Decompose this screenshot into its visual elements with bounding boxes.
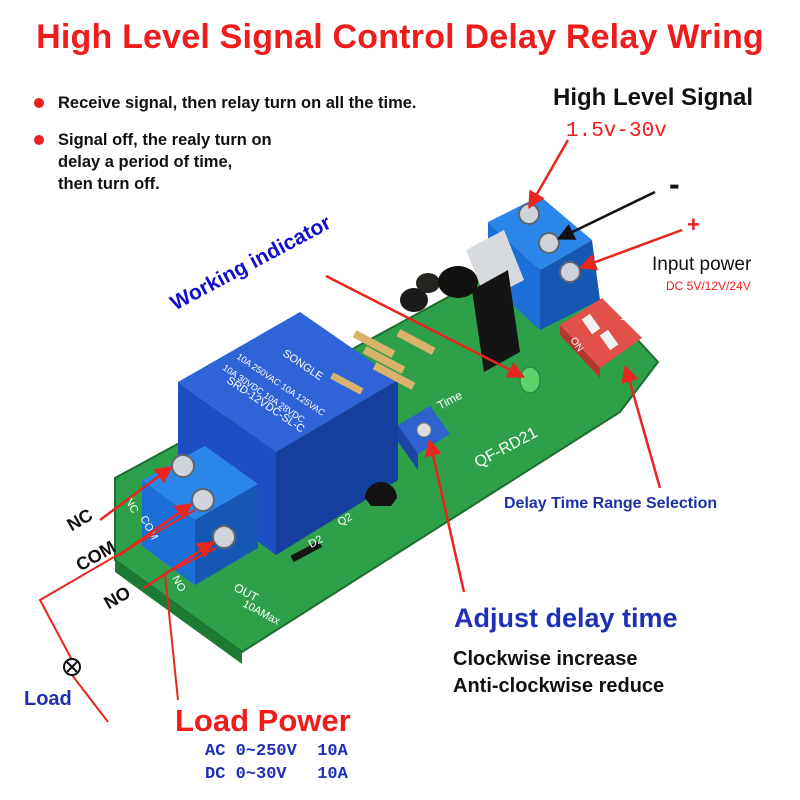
resistor-4 [396, 329, 436, 355]
load-wire-com [38, 509, 196, 661]
d2-silk-text: D2 [307, 533, 325, 550]
input-screw-plus [559, 261, 581, 283]
resistor-3 [372, 362, 416, 390]
load-label: Load [24, 688, 72, 710]
terminal-screw-nc [171, 454, 195, 478]
input-screw-minus [538, 232, 560, 254]
output-terminal-block [142, 446, 258, 585]
bullet-dot-2 [34, 135, 44, 145]
arrow-high-level-signal [528, 139, 570, 210]
arrow-working-indicator [325, 274, 526, 378]
capacitor-large [438, 266, 478, 298]
arrow-plus [578, 228, 683, 271]
capacitor-small-2 [416, 273, 440, 293]
transistor-q2 [365, 482, 397, 506]
arrow-minus [556, 190, 656, 240]
load-power-wire [163, 547, 217, 701]
resistor-5 [330, 372, 364, 395]
load-power-dc-spec: DC 0~30V 10A [205, 765, 348, 784]
adjust-delay-title: Adjust delay time [454, 603, 678, 633]
adjust-clockwise-text: Clockwise increase [453, 648, 638, 670]
bullet-text-1: Receive signal, then relay turn on all t… [58, 94, 417, 112]
arrow-adjust-delay [424, 438, 466, 593]
load-power-ac-spec: AC 0~250V 10A [205, 742, 348, 761]
load-wire-return [71, 674, 109, 723]
arrow-no [143, 541, 215, 590]
input-power-title: Input power [652, 254, 752, 275]
page-title: High Level Signal Control Delay Relay Wr… [36, 18, 764, 56]
diode-d2 [290, 540, 323, 563]
high-level-signal-range: 1.5v-30v [566, 120, 667, 143]
plus-sign: + [687, 212, 700, 237]
relay-side [276, 380, 398, 555]
dip-1-text: 1 [620, 312, 626, 323]
relay-top [178, 312, 398, 452]
resistor-2 [362, 346, 406, 374]
load-power-title: Load Power [175, 703, 351, 738]
resistor-1 [352, 330, 396, 358]
arrow-delay-range [621, 364, 662, 489]
high-level-signal-title: High Level Signal [553, 84, 754, 111]
input-screw-signal [518, 203, 540, 225]
working-indicator-led [519, 366, 541, 394]
input-power-values: DC 5V/12V/24V [666, 279, 751, 293]
arrow-nc [99, 465, 173, 522]
voltage-regulator [466, 230, 524, 372]
bullet-text-2: Signal off, the realy turn on delay a pe… [58, 131, 272, 193]
delay-time-range-label: Delay Time Range Selection [504, 495, 718, 512]
load-lamp-icon [63, 658, 81, 676]
minus-sign: - [669, 166, 680, 202]
capacitor-small-1 [400, 288, 428, 312]
dip-switch [560, 298, 642, 378]
bullet-dot-1 [34, 98, 44, 108]
dip-2-text: 2 [624, 294, 630, 305]
adjust-anticlockwise-text: Anti-clockwise reduce [453, 675, 665, 697]
terminal-screw-no [212, 525, 236, 549]
terminal-screw-com [191, 488, 215, 512]
